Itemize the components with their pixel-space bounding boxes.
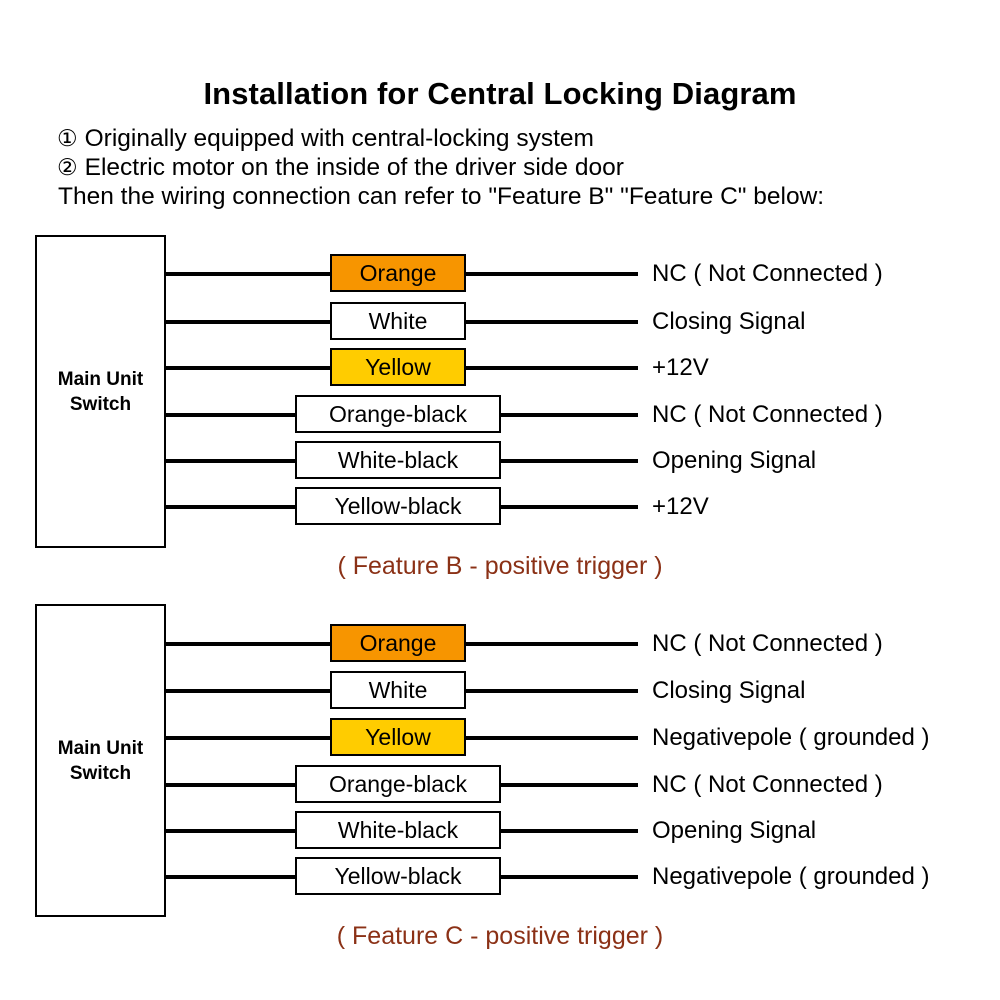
wire-line-left-feature-b-5 bbox=[166, 505, 295, 509]
wire-line-right-feature-c-1 bbox=[466, 689, 638, 693]
note-text-1: Originally equipped with central-locking… bbox=[84, 125, 594, 152]
wire-label-box-yellow-black: Yellow-black bbox=[295, 487, 501, 525]
wire-line-left-feature-c-2 bbox=[166, 736, 330, 740]
function-label-feature-b-1: Closing Signal bbox=[652, 308, 806, 335]
wire-line-left-feature-b-3 bbox=[166, 413, 295, 417]
wire-line-right-feature-b-3 bbox=[501, 413, 638, 417]
wire-line-left-feature-b-0 bbox=[166, 272, 330, 276]
wire-label-box-orange-black: Orange-black bbox=[295, 765, 501, 803]
wire-label-box-white: White bbox=[330, 302, 466, 340]
wire-line-left-feature-b-4 bbox=[166, 459, 295, 463]
wire-line-left-feature-c-1 bbox=[166, 689, 330, 693]
notes-block: ① Originally equipped with central-locki… bbox=[57, 124, 987, 211]
main-unit-label-line1: Main Unit bbox=[57, 737, 144, 759]
main-unit-label-line2: Switch bbox=[69, 762, 132, 784]
wire-label-box-orange: Orange bbox=[330, 254, 466, 292]
wire-line-left-feature-b-2 bbox=[166, 366, 330, 370]
wire-line-right-feature-b-2 bbox=[466, 366, 638, 370]
function-label-feature-b-0: NC ( Not Connected ) bbox=[652, 260, 883, 287]
function-label-feature-b-3: NC ( Not Connected ) bbox=[652, 401, 883, 428]
page-title: Installation for Central Locking Diagram bbox=[203, 76, 797, 111]
function-label-feature-c-1: Closing Signal bbox=[652, 677, 806, 704]
wire-line-right-feature-c-4 bbox=[501, 829, 638, 833]
wire-line-left-feature-c-4 bbox=[166, 829, 295, 833]
wire-line-right-feature-b-4 bbox=[501, 459, 638, 463]
wire-line-left-feature-b-1 bbox=[166, 320, 330, 324]
function-label-feature-b-5: +12V bbox=[652, 493, 709, 520]
function-label-feature-b-2: +12V bbox=[652, 354, 709, 381]
wire-line-left-feature-c-5 bbox=[166, 875, 295, 879]
wire-line-right-feature-b-0 bbox=[466, 272, 638, 276]
wire-line-right-feature-c-2 bbox=[466, 736, 638, 740]
wire-label-box-orange: Orange bbox=[330, 624, 466, 662]
wire-line-right-feature-b-1 bbox=[466, 320, 638, 324]
function-label-feature-c-2: Negativepole ( grounded ) bbox=[652, 724, 930, 751]
wire-line-left-feature-c-3 bbox=[166, 783, 295, 787]
wire-label-box-white-black: White-black bbox=[295, 811, 501, 849]
function-label-feature-b-4: Opening Signal bbox=[652, 447, 817, 474]
main-unit-label-line2: Switch bbox=[69, 393, 132, 415]
wire-label-box-white-black: White-black bbox=[295, 441, 501, 479]
main-unit-switch-box-c: Main Unit Switch bbox=[35, 604, 166, 917]
wire-label-box-orange-black: Orange-black bbox=[295, 395, 501, 433]
function-label-feature-c-4: Opening Signal bbox=[652, 817, 817, 844]
main-unit-label-line1: Main Unit bbox=[57, 368, 144, 390]
circled-number-2-icon: ② bbox=[57, 154, 78, 180]
circled-number-1-icon: ① bbox=[57, 125, 78, 151]
note-item-1: ① Originally equipped with central-locki… bbox=[57, 124, 987, 153]
note-item-2: ② Electric motor on the inside of the dr… bbox=[57, 153, 987, 182]
note-footer: Then the wiring connection can refer to … bbox=[58, 183, 825, 210]
wire-line-left-feature-c-0 bbox=[166, 642, 330, 646]
wire-line-right-feature-b-5 bbox=[501, 505, 638, 509]
wire-label-box-yellow: Yellow bbox=[330, 718, 466, 756]
wire-label-box-yellow: Yellow bbox=[330, 348, 466, 386]
caption-feature-c: ( Feature C - positive trigger ) bbox=[336, 922, 664, 950]
wire-line-right-feature-c-5 bbox=[501, 875, 638, 879]
function-label-feature-c-3: NC ( Not Connected ) bbox=[652, 771, 883, 798]
function-label-feature-c-0: NC ( Not Connected ) bbox=[652, 630, 883, 657]
main-unit-switch-box-b: Main Unit Switch bbox=[35, 235, 166, 548]
function-label-feature-c-5: Negativepole ( grounded ) bbox=[652, 863, 930, 890]
note-text-2: Electric motor on the inside of the driv… bbox=[84, 154, 624, 181]
wire-label-box-white: White bbox=[330, 671, 466, 709]
wire-line-right-feature-c-3 bbox=[501, 783, 638, 787]
wire-label-box-yellow-black: Yellow-black bbox=[295, 857, 501, 895]
caption-feature-b: ( Feature B - positive trigger ) bbox=[337, 552, 663, 580]
wire-line-right-feature-c-0 bbox=[466, 642, 638, 646]
